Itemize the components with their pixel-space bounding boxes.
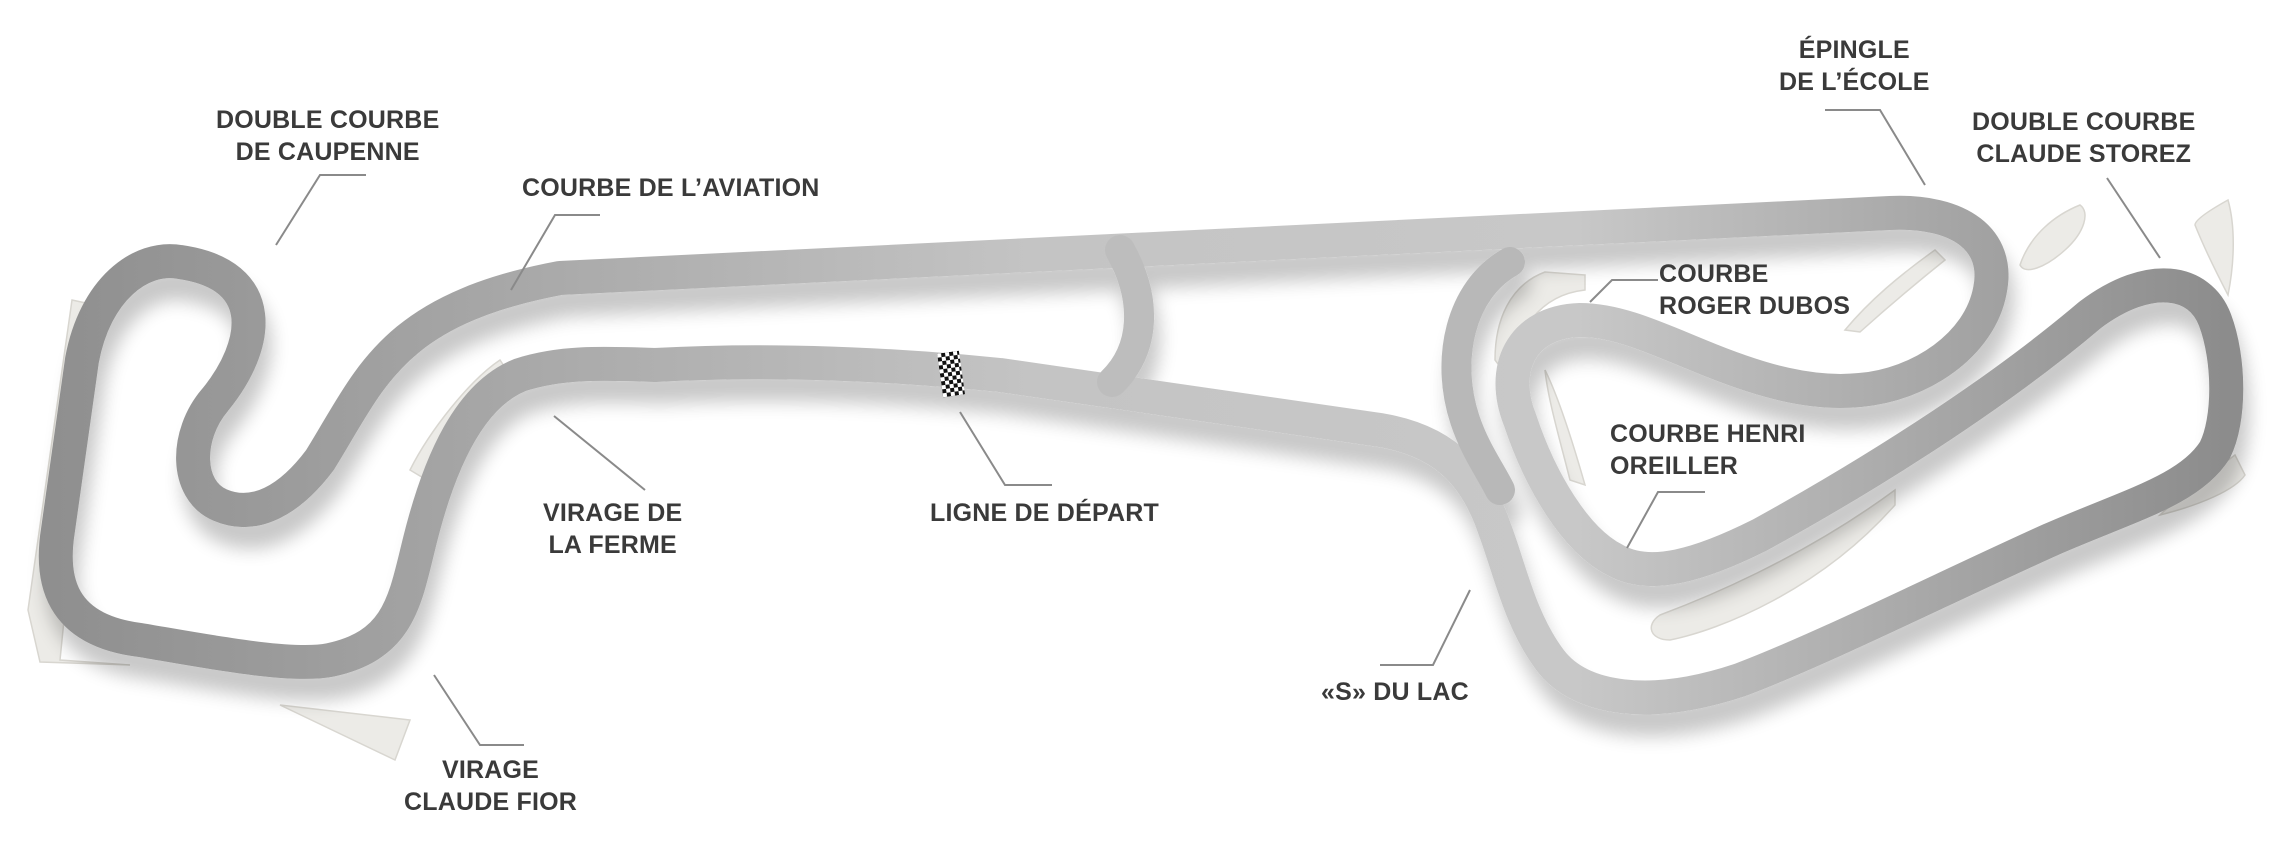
- label-double-courbe-storez: DOUBLE COURBE CLAUDE STOREZ: [1972, 108, 2196, 168]
- leader-line-oreiller: [1626, 491, 1705, 549]
- runoff-area-storez-b: [2194, 198, 2234, 298]
- leader-lines: [275, 109, 2161, 746]
- label-virage-ferme: VIRAGE DE LA FERME: [543, 499, 683, 559]
- leader-line-ferme: [553, 415, 646, 491]
- runoff-area-ecole: [1843, 249, 1947, 333]
- track-shortcut: [1097, 235, 1155, 397]
- leader-line-aviation: [510, 214, 600, 291]
- label-double-courbe-caupenne: DOUBLE COURBE DE CAUPENNE: [216, 106, 440, 166]
- label-courbe-roger-dubos: COURBE ROGER DUBOS: [1659, 260, 1851, 320]
- leader-line-lac: [1380, 589, 1471, 666]
- leader-line-caupenne: [275, 174, 366, 246]
- runoff-area-storez-a: [2019, 204, 2086, 271]
- leader-line-depart: [959, 411, 1052, 486]
- leader-line-epingle: [1825, 109, 1926, 186]
- label-virage-claude-fior: VIRAGE CLAUDE FIOR: [404, 756, 578, 816]
- label-courbe-aviation: COURBE DE L’AVIATION: [522, 174, 820, 202]
- race-track: [38, 195, 2244, 715]
- track-main-circuit: [38, 195, 2244, 715]
- leader-line-storez: [2106, 177, 2161, 259]
- label-courbe-henri-oreiller: COURBE HENRI OREILLER: [1610, 420, 1806, 480]
- runoff-area-henri: [1650, 488, 1896, 641]
- checkered-flag-icon: [937, 350, 965, 398]
- leader-line-dubos: [1589, 279, 1658, 303]
- track-inner-link: [1441, 247, 1525, 505]
- label-ligne-depart: LIGNE DE DÉPART: [930, 499, 1159, 527]
- runoff-area-oreiller: [1544, 369, 1587, 487]
- label-s-du-lac: «S» DU LAC: [1321, 678, 1469, 706]
- label-epingle-ecole: ÉPINGLE DE L’ÉCOLE: [1779, 36, 1930, 96]
- leader-line-fior: [433, 674, 524, 746]
- runoff-area-bottom-left: [279, 704, 412, 762]
